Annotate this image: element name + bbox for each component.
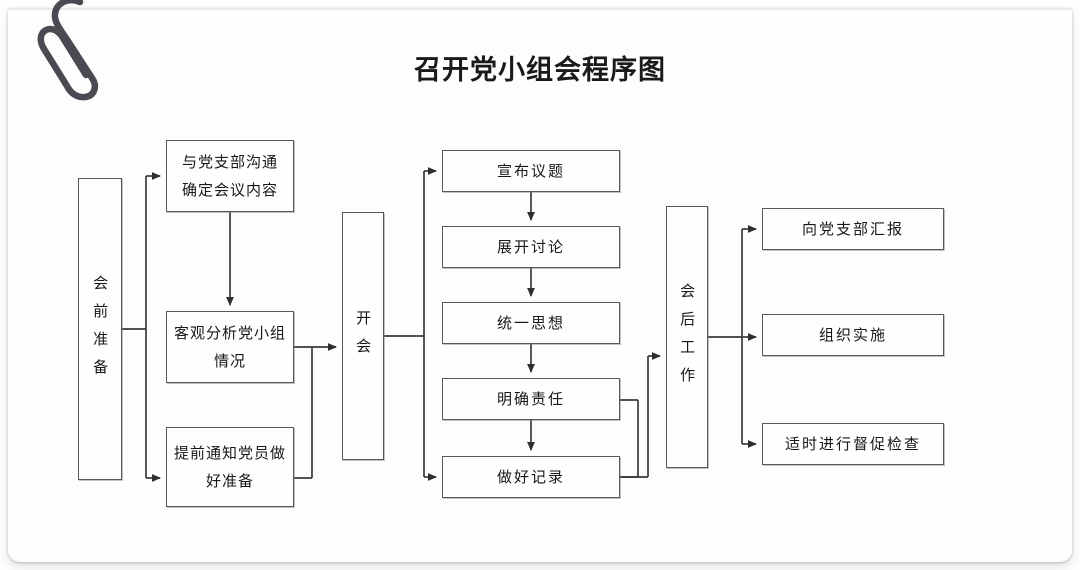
- node-clarify-responsibility[interactable]: 明确责任: [442, 378, 620, 420]
- node-start-discussion[interactable]: 展开讨论: [442, 226, 620, 268]
- node-unify-thinking[interactable]: 统一思想: [442, 302, 620, 344]
- node-post-meeting-work[interactable]: 会后工作: [666, 206, 708, 468]
- node-communicate-with-branch[interactable]: 与党支部沟通 确定会议内容: [166, 140, 294, 212]
- node-announce-agenda[interactable]: 宣布议题: [442, 150, 620, 192]
- node-pre-meeting-preparation[interactable]: 会前准备: [78, 178, 122, 480]
- node-hold-meeting[interactable]: 开会: [342, 212, 384, 460]
- node-organize-implementation[interactable]: 组织实施: [762, 314, 944, 356]
- page-top-edge: [8, 8, 1072, 10]
- node-notify-members-advance[interactable]: 提前通知党员做 好准备: [166, 427, 294, 507]
- node-report-to-branch[interactable]: 向党支部汇报: [762, 208, 944, 250]
- node-keep-records[interactable]: 做好记录: [442, 456, 620, 498]
- page-title: 召开党小组会程序图: [414, 55, 666, 86]
- node-timely-supervision-check[interactable]: 适时进行督促检查: [762, 423, 944, 465]
- node-analyze-party-group[interactable]: 客观分析党小组 情况: [166, 311, 294, 383]
